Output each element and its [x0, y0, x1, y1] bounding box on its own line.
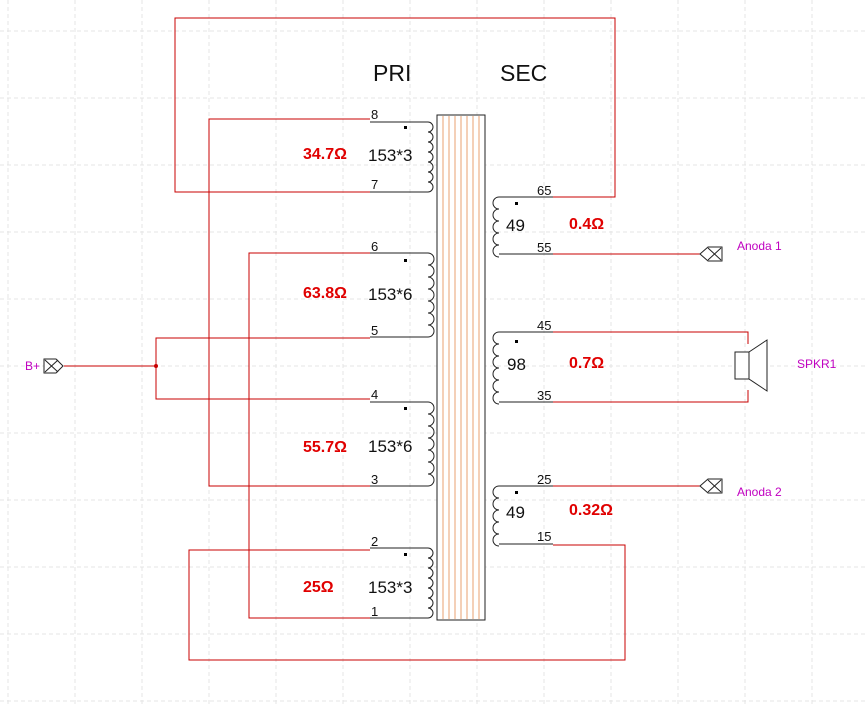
secondary-winding-65-55: 65 55 49 0.4Ω: [492, 183, 604, 258]
transformer-core: [436, 114, 486, 621]
polarity-dot: [404, 259, 407, 262]
pin-label: 55: [537, 240, 551, 255]
wires: [64, 17, 749, 661]
coil-symbol: [492, 331, 500, 405]
pin-label: 25: [537, 472, 551, 487]
pin-label: 6: [371, 239, 378, 254]
port-anoda2: Anoda 2: [699, 478, 782, 499]
pin-label: 5: [371, 323, 378, 338]
junction-dot: [154, 364, 158, 368]
resistance-label: 0.32Ω: [569, 502, 613, 519]
polarity-dot: [404, 126, 407, 129]
primary-winding-6-5: 6 5 153*6 63.8Ω: [303, 239, 435, 338]
resistance-label: 25Ω: [303, 579, 334, 596]
wire-pin8-pin3: [208, 118, 370, 487]
secondary-winding-25-15: 25 15 49 0.32Ω: [492, 472, 613, 547]
net-label-bplus: B+: [25, 359, 40, 373]
turns-label: 153*6: [368, 437, 412, 456]
coil-symbol: [492, 196, 500, 258]
wire-pin45-speaker: [553, 331, 749, 344]
pin-label: 15: [537, 529, 551, 544]
wire-pin2-pin15: [188, 544, 626, 661]
pin-label: 8: [371, 107, 378, 122]
turns-label: 49: [506, 503, 525, 522]
turns-label: 98: [507, 355, 526, 374]
pin-label: 7: [371, 177, 378, 192]
coil-symbol: [427, 547, 434, 619]
turns-label: 153*3: [368, 146, 412, 165]
coil-symbol: [427, 401, 435, 487]
secondary-winding-45-35: 45 35 98 0.7Ω: [492, 318, 604, 405]
port-bplus: B+: [25, 358, 64, 374]
polarity-dot: [404, 407, 407, 410]
polarity-dot: [404, 553, 407, 556]
pin-label: 4: [371, 387, 378, 402]
resistance-label: 0.7Ω: [569, 355, 604, 372]
pin-label: 1: [371, 604, 378, 619]
wire-pin6-pin1: [248, 252, 370, 619]
net-label-anoda2: Anoda 2: [737, 485, 782, 499]
primary-winding-2-1: 2 1 153*3 25Ω: [303, 534, 434, 619]
turns-label: 153*3: [368, 578, 412, 597]
turns-label: 49: [506, 216, 525, 235]
resistance-label: 63.8Ω: [303, 285, 347, 302]
wire-pin35-speaker: [553, 390, 749, 403]
pin-label: 3: [371, 472, 378, 487]
resistance-label: 55.7Ω: [303, 439, 347, 456]
pin-label: 2: [371, 534, 378, 549]
polarity-dot: [515, 202, 518, 205]
resistance-label: 34.7Ω: [303, 146, 347, 163]
turns-label: 153*6: [368, 285, 412, 304]
primary-winding-4-3: 4 3 153*6 55.7Ω: [303, 387, 435, 487]
coil-symbol: [427, 252, 435, 338]
polarity-dot: [515, 491, 518, 494]
wire-pin7-pin65: [174, 17, 616, 198]
primary-header: PRI: [373, 60, 411, 86]
polarity-dot: [515, 340, 518, 343]
port-anoda1: Anoda 1: [699, 239, 782, 262]
pin-label: 65: [537, 183, 551, 198]
primary-winding-8-7: 8 7 153*3 34.7Ω: [303, 107, 434, 193]
speaker-icon: SPKR1: [734, 339, 837, 392]
pin-label: 35: [537, 388, 551, 403]
coil-symbol: [427, 121, 434, 193]
secondary-header: SEC: [500, 60, 547, 86]
resistance-label: 0.4Ω: [569, 216, 604, 233]
net-label-anoda1: Anoda 1: [737, 239, 782, 253]
wire-pin5-bus: [155, 337, 370, 400]
pin-label: 45: [537, 318, 551, 333]
net-label-speaker: SPKR1: [797, 357, 837, 371]
coil-symbol: [492, 485, 500, 547]
